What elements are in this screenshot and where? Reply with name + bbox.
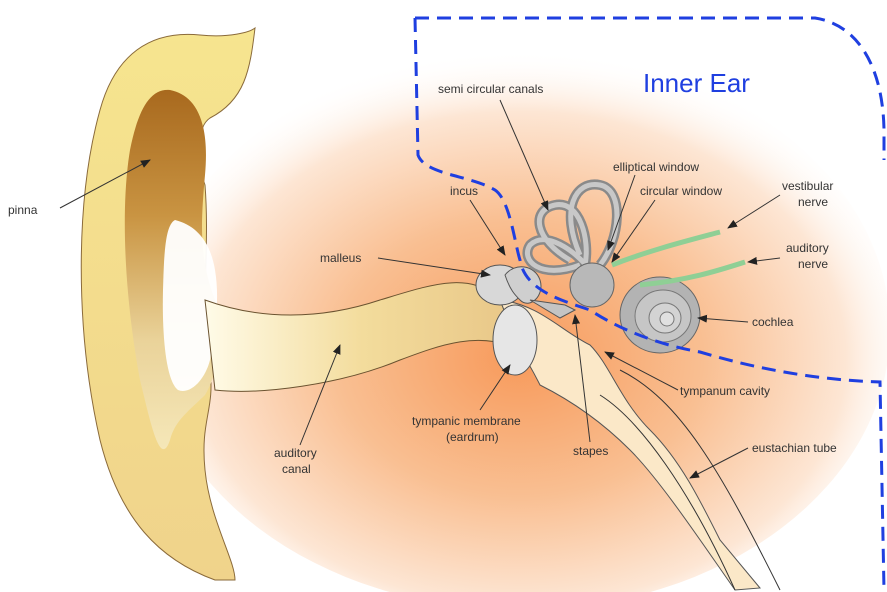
label-elliptical-window: elliptical window — [613, 160, 699, 174]
label-incus: incus — [450, 184, 478, 198]
vestibule-shape — [570, 263, 614, 307]
inner-ear-title: Inner Ear — [643, 68, 750, 98]
label-auditory-nerve-line1: auditory — [786, 241, 829, 255]
tympanic-membrane-shape — [493, 305, 537, 375]
label-auditory-nerve-line2: nerve — [798, 257, 828, 271]
label-auditory-canal-line1: auditory — [274, 446, 317, 460]
label-tympanum-cavity: tympanum cavity — [680, 384, 770, 398]
label-pinna: pinna — [8, 203, 38, 217]
label-semi-circular-canals: semi circular canals — [438, 82, 543, 96]
label-cochlea: cochlea — [752, 315, 794, 329]
label-circular-window: circular window — [640, 184, 722, 198]
label-auditory-canal-line2: canal — [282, 462, 311, 476]
label-tympanic-membrane-line2: (eardrum) — [446, 430, 499, 444]
label-tympanic-membrane-line1: tympanic membrane — [412, 414, 521, 428]
label-eustachian-tube: eustachian tube — [752, 441, 837, 455]
label-malleus: malleus — [320, 251, 361, 265]
label-vestibular-nerve-line2: nerve — [798, 195, 828, 209]
label-vestibular-nerve-line1: vestibular — [782, 179, 833, 193]
label-stapes: stapes — [573, 444, 608, 458]
